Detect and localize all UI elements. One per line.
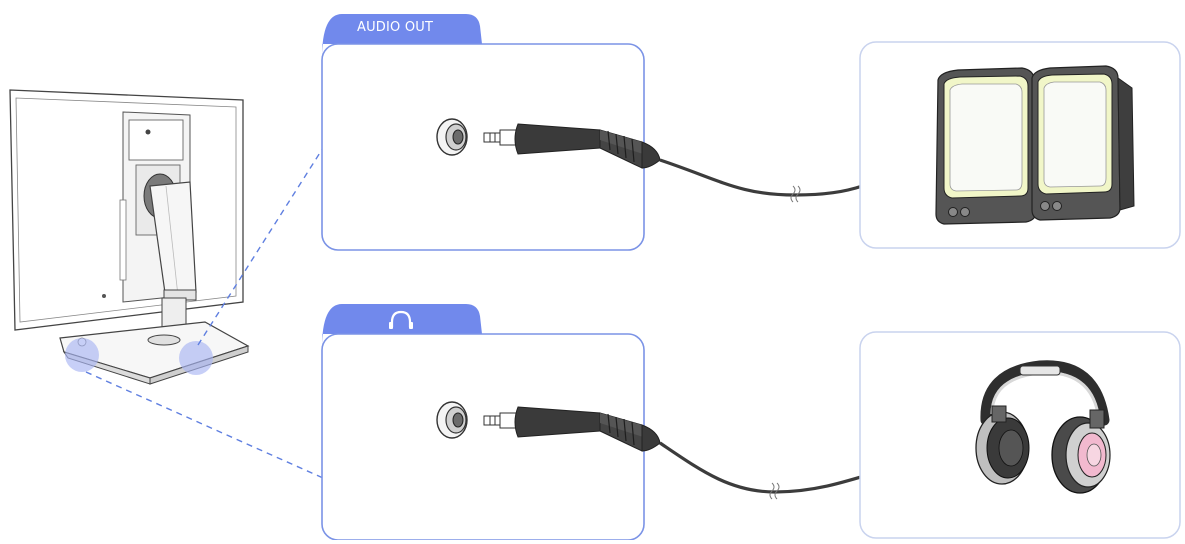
port-highlight-right xyxy=(179,341,213,375)
audio-out-tab-label: AUDIO OUT xyxy=(357,20,434,35)
headphones-illustration-icon xyxy=(975,360,1111,494)
headphone-jack-icon xyxy=(436,401,468,439)
cable-break-mark xyxy=(790,185,801,203)
headphone-panel xyxy=(321,304,981,541)
headphone-icon xyxy=(389,310,413,329)
port-highlight-left xyxy=(65,338,99,372)
headphone-plug-icon xyxy=(483,406,661,452)
speakers-icon xyxy=(935,65,1135,225)
headphones-device-box xyxy=(859,331,1181,539)
audio-out-panel xyxy=(321,14,936,251)
headphone-tab xyxy=(322,304,482,348)
cable-break-mark-2 xyxy=(769,482,780,500)
speakers-device-box xyxy=(859,41,1181,249)
audio-plug-icon xyxy=(483,123,661,169)
audio-out-tab xyxy=(322,14,482,58)
audio-out-jack-icon xyxy=(436,118,468,156)
monitor-rear-illustration xyxy=(9,89,250,385)
callout-lines xyxy=(85,147,324,479)
